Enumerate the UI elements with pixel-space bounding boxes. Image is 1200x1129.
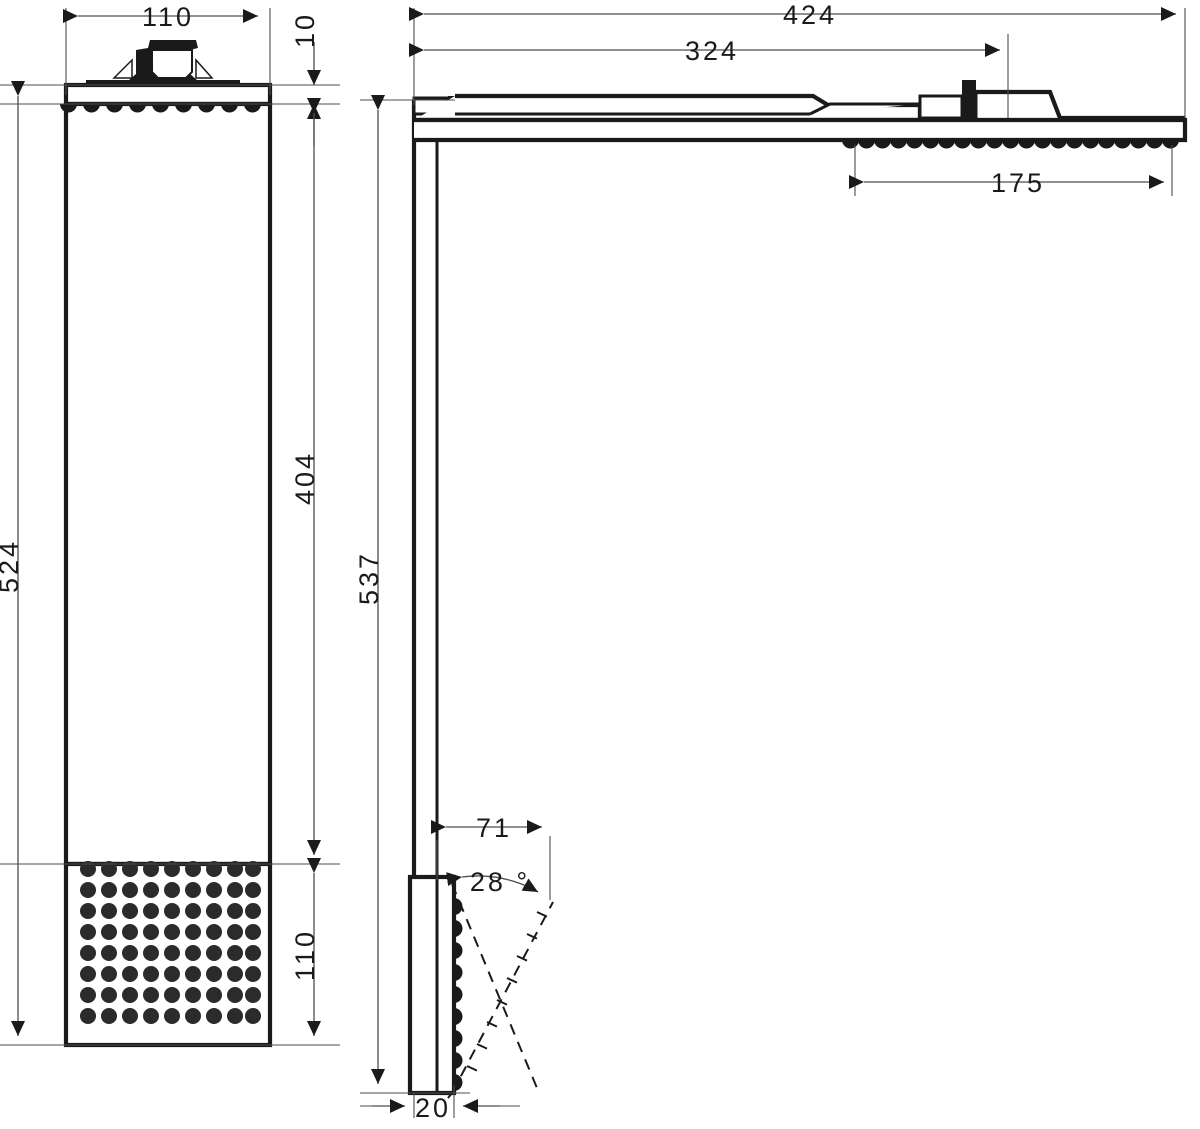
dim-side-body-offset-label: 71 (476, 813, 512, 843)
side-lower-body (407, 874, 457, 1096)
dim-front-total-height-label: 524 (0, 539, 24, 593)
dim-side-tilt-angle: 28 ° (446, 867, 539, 897)
dim-side-body-depth-label: 20 (415, 1093, 451, 1123)
side-tilted-body-ghost (447, 883, 554, 1099)
front-extension-lines (0, 8, 340, 1046)
dim-side-total-height: 537 (354, 95, 385, 1084)
dim-side-body-offset: 71 (431, 813, 542, 843)
dim-front-head-thickness: 10 (290, 12, 321, 146)
dim-side-body-depth: 20 (372, 1093, 500, 1123)
dim-side-total-width-label: 424 (783, 0, 837, 30)
dim-side-tilt-angle-label: 28 ° (470, 867, 530, 897)
side-overhead-nozzle-row (842, 140, 1179, 149)
dim-side-spray-width-label: 175 (991, 168, 1045, 198)
dim-side-total-width: 424 (409, 0, 1176, 30)
side-valve-block (917, 80, 1185, 121)
side-body-nozzle-column (454, 898, 463, 1091)
dim-side-spray-width: 175 (849, 168, 1164, 198)
front-dot-matrix (80, 861, 261, 1024)
dim-front-lower-height: 110 (290, 858, 321, 1036)
wall-mount-bracket-icon (86, 40, 240, 85)
dim-front-head-thickness-label: 10 (290, 12, 320, 48)
side-overhead-slab (414, 117, 1188, 143)
dim-front-lower-height-label: 110 (290, 929, 320, 981)
front-panel-body (63, 101, 273, 867)
dim-front-width-label: 110 (142, 2, 194, 32)
dim-front-width: 110 (63, 2, 258, 32)
front-view-group: 110 10 524 404 110 (0, 2, 340, 1048)
side-valve-knob (962, 80, 976, 120)
dim-side-total-height-label: 537 (354, 551, 384, 605)
front-head-slab (63, 82, 273, 107)
dim-front-upper-height-label: 404 (290, 451, 320, 505)
dim-side-arm-length: 324 (409, 36, 1000, 66)
dim-front-upper-height: 404 (290, 98, 321, 855)
front-nozzle-row (60, 104, 261, 113)
dim-side-arm-length-label: 324 (685, 36, 739, 66)
side-extension-lines (360, 8, 1186, 1118)
dim-front-total-height: 524 (0, 81, 25, 1036)
side-view-group: 424 324 175 537 71 (354, 0, 1188, 1123)
